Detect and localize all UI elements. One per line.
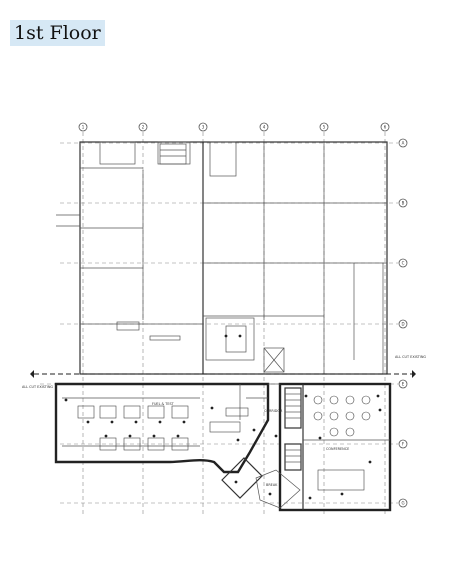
grid-col-label: 1 <box>82 125 85 130</box>
room-label-corridor: CORRIDOR <box>264 409 283 413</box>
room-labels: FUEL & TEST CORRIDOR CONFERENCE BREAK <box>152 402 349 487</box>
grid-row-label: E <box>402 382 405 387</box>
room-label-fuel-test: FUEL & TEST <box>152 402 175 406</box>
grid-col-label: 2 <box>142 125 145 130</box>
grid-col-label: 5 <box>323 125 326 130</box>
room-label-break: BREAK <box>266 483 278 487</box>
grid-row-label: F <box>402 442 405 447</box>
grid-col-label: 3 <box>202 125 205 130</box>
grid-column-bubbles: 1 2 3 4 5 6 <box>78 122 390 132</box>
devices <box>64 334 382 500</box>
grid-row-label: G <box>401 501 404 506</box>
page-title: 1st Floor <box>10 20 105 46</box>
grid-row-label: A <box>402 141 405 146</box>
new-walls <box>54 382 392 512</box>
existing-walls <box>56 141 388 375</box>
cut-line: ALL CUT EXISTING ALL CUT EXISTING <box>22 355 426 389</box>
grid-lines <box>40 132 398 515</box>
right-cut-note: ALL CUT EXISTING <box>395 355 426 359</box>
tables <box>313 395 371 491</box>
grid-col-label: 6 <box>384 125 387 130</box>
grid-col-label: 4 <box>263 125 266 130</box>
left-cut-note: ALL CUT EXISTING <box>22 385 53 389</box>
workstations <box>77 405 249 451</box>
grid-row-bubbles: A B C D E F G <box>398 138 408 508</box>
grid-row-label: D <box>401 322 404 327</box>
grid-row-label: B <box>402 201 405 206</box>
room-label-conference: CONFERENCE <box>326 447 349 451</box>
grid-row-label: C <box>402 261 405 266</box>
